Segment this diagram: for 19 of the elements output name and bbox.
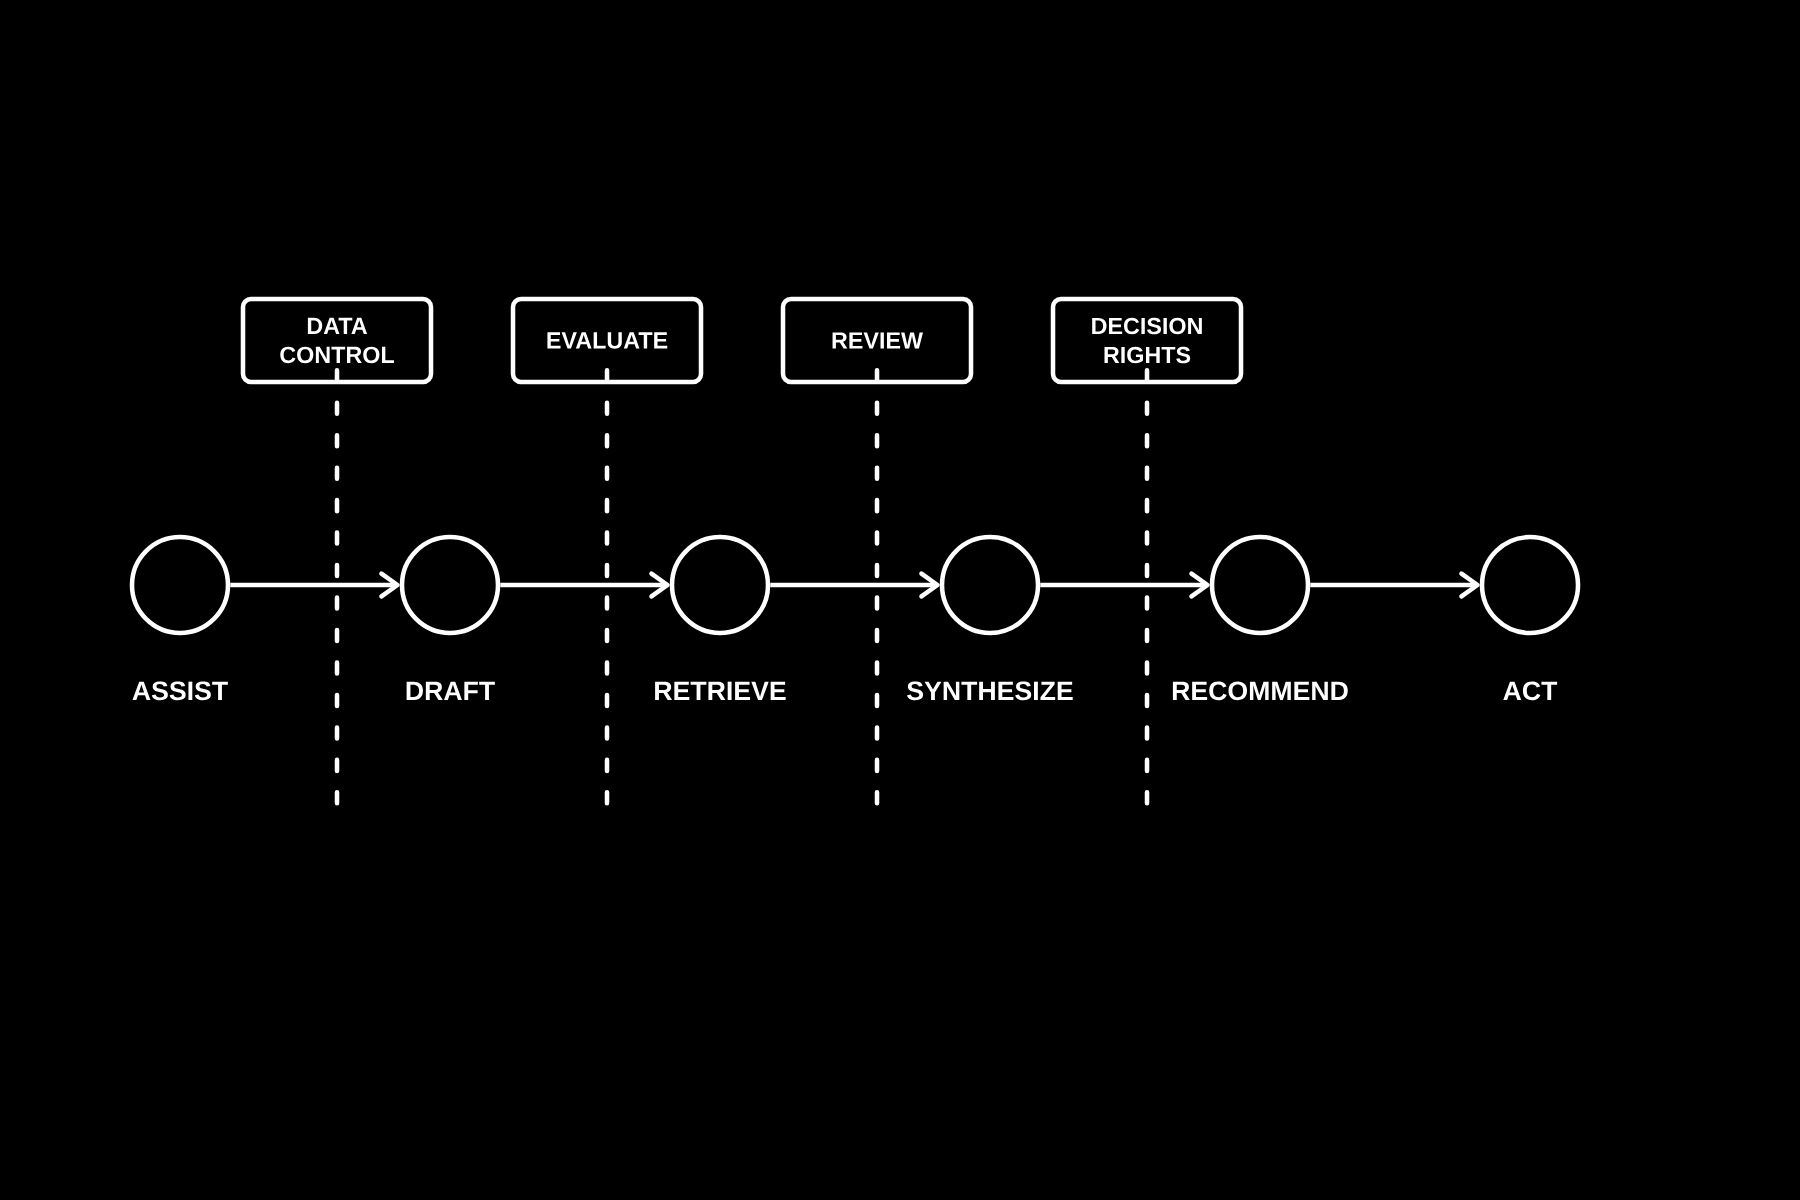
arrow	[770, 571, 940, 599]
arrow	[230, 571, 400, 599]
stage-label: DRAFT	[406, 681, 495, 700]
dashed-line	[1144, 368, 1150, 807]
stage-label: SYNTHESIZE	[907, 681, 1073, 701]
stage-label: ASSIST	[132, 681, 228, 701]
stage-label: ACT	[1503, 681, 1558, 701]
process-box: REVIEW	[780, 296, 974, 385]
process-box: DATA CONTROL	[240, 296, 434, 385]
dashed-line	[604, 368, 610, 807]
arrow	[1040, 571, 1210, 599]
dashed-line	[334, 368, 340, 807]
process-box: EVALUATE	[510, 296, 704, 385]
arrow	[1310, 571, 1480, 599]
dashed-line	[874, 368, 880, 807]
stage-label: RETRIEVE	[655, 681, 786, 700]
stage-label: RECOMMEND	[1172, 681, 1348, 701]
arrow	[500, 571, 670, 599]
process-box: DECISION RIGHTS	[1050, 296, 1244, 385]
